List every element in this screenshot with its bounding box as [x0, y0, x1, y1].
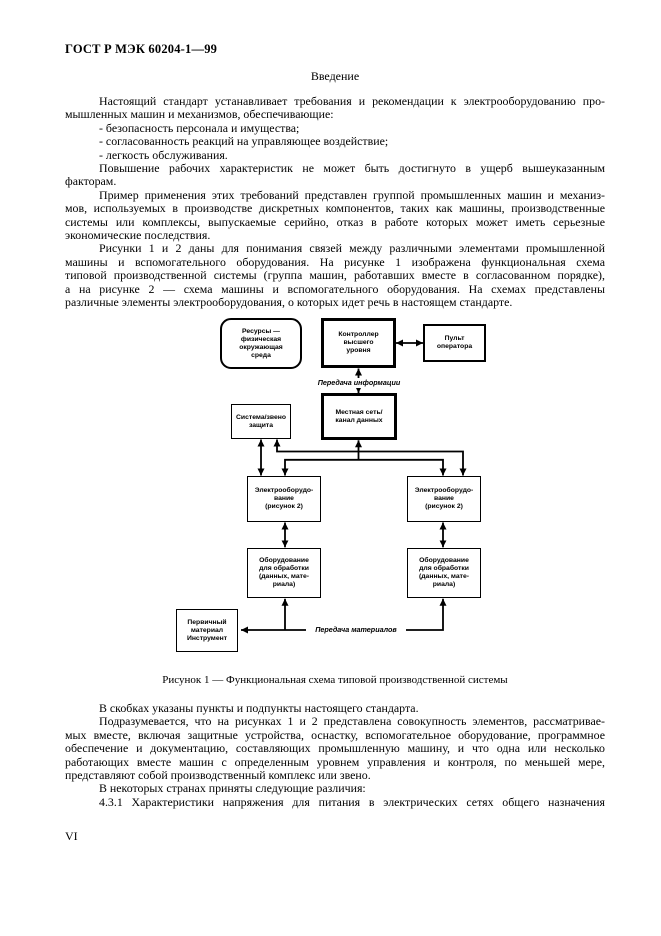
text-line: мышленных машин и механизмов, обеспечива… [65, 107, 334, 122]
text-line: материал [190, 626, 224, 634]
text-line: оператора [436, 343, 473, 350]
bus-upper-guard-to-elec-right [273, 439, 467, 476]
text-line: работающих вместе машин с определенным у… [65, 754, 605, 769]
text-line: (данных, мате- [258, 573, 310, 580]
info-flow-label: Передача информации [310, 378, 408, 388]
text-line: риала) [432, 581, 456, 588]
text-line: Инструмент [186, 634, 228, 642]
text-line: (данных, мате- [418, 573, 470, 580]
text-line: Повышение рабочих характеристик не может… [99, 161, 605, 176]
text-line: окружающая [239, 343, 283, 351]
text-line: высшего [343, 339, 374, 346]
text-line: для обработки [419, 565, 469, 572]
text-line: мов, используемых в производстве дискрет… [65, 201, 605, 216]
text-line: представляют собой производственный комп… [65, 768, 371, 783]
text-line: канал данных [335, 416, 383, 424]
text-line: Система/звено [236, 413, 286, 421]
text-line: Пример применения этих требований предст… [99, 187, 605, 202]
text-line: Оборудование [419, 557, 469, 564]
text-line: для обработки [259, 565, 309, 572]
figure-connectors [241, 339, 467, 634]
text-line: системы или комплексы, выпускаемые серий… [65, 214, 605, 229]
text-line: Настоящий стандарт устанавливает требова… [99, 94, 605, 108]
text-line: уровня [346, 347, 371, 354]
section-title: Введение [310, 69, 360, 83]
text-line: Ресурсы — [242, 327, 280, 335]
text-line: факторам. [65, 174, 117, 189]
box-electrical-equipment-right: Электрооборудо-вание(рисунок 2) [407, 476, 481, 522]
text-line: Первичный [187, 618, 227, 626]
text-line: 4.3.1 Характеристики напряжения для пита… [99, 794, 605, 809]
text-line: типовой производственной системы (группа… [65, 268, 605, 283]
material-flow-label: Передача материалов [306, 625, 406, 635]
text-line: вание [274, 495, 294, 502]
text-line: (рисунок 2) [265, 503, 303, 510]
closing-paragraphs: В скобках указаны пункты и подпункты нас… [65, 701, 605, 809]
text-line: - согласованность реакций на управляющее… [99, 134, 389, 149]
text-line: - безопасность персонала и имущества; [99, 120, 300, 135]
text-line: Местная сеть/ [335, 408, 383, 416]
text-line: обеспечение и документацию, составляющих… [65, 741, 605, 756]
text-line: Рисунки 1 и 2 даны для понимания связей … [99, 241, 605, 256]
text-line: среда [251, 351, 271, 359]
text-line: - легкость обслуживания. [99, 147, 228, 162]
box-local-network: Местная сеть/канал данных [321, 393, 397, 440]
intro-paragraphs: Настоящий стандарт устанавливает требова… [65, 94, 605, 310]
box-electrical-equipment-left: Электрооборудо-вание(рисунок 2) [247, 476, 321, 522]
text-line: физическая [240, 335, 282, 343]
text-line: мых вместе, включая защитные устройства,… [65, 727, 605, 742]
text-line: риала) [272, 581, 296, 588]
text-line: (рисунок 2) [425, 503, 463, 510]
text-line: Электрооборудо- [414, 487, 474, 494]
text-line: Контроллер [338, 331, 379, 338]
text-line: В некоторых странах приняты следующие ра… [99, 781, 366, 796]
text-line: Электрооборудо- [254, 487, 314, 494]
text-line: защита [248, 421, 274, 429]
text-line: В скобках указаны пункты и подпункты нас… [99, 701, 419, 715]
text-line: экономические последствия. [65, 228, 211, 243]
text-line: Оборудование [259, 557, 309, 564]
document-code: ГОСТ Р МЭК 60204-1—99 [65, 42, 218, 56]
figure-caption: Рисунок 1 — Функциональная схема типовой… [162, 674, 508, 686]
bus-lower-elec-left-to-elec-right [281, 458, 447, 476]
text-line: машины и вспомогательного оборудования. … [65, 254, 605, 269]
text-line: различные элементы электрооборудования, … [65, 295, 513, 310]
text-line: Подразумевается, что на рисунках 1 и 2 п… [99, 714, 605, 729]
text-line: вание [434, 495, 454, 502]
text-line: Пульт [444, 335, 465, 342]
text-line: а на рисунке 2 — схема машины и вспомога… [65, 281, 605, 296]
page-number: VI [65, 829, 78, 843]
